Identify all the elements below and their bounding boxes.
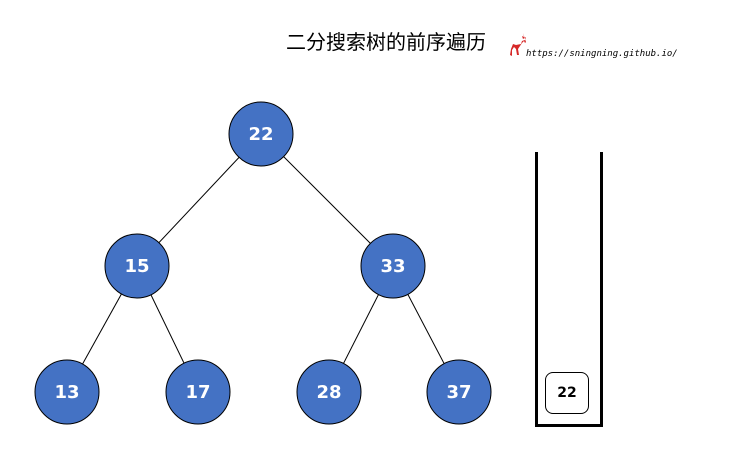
tree-node-circle <box>34 359 100 425</box>
source-url: https://sningning.github.io/ <box>526 49 678 59</box>
tree-node: 28 <box>296 359 362 425</box>
tree-node-circle <box>228 101 294 167</box>
tree-node-label: 28 <box>316 382 341 403</box>
tree-node: 22 <box>228 101 294 167</box>
tree-node: 15 <box>104 233 170 299</box>
tree-node-circle <box>296 359 362 425</box>
tree-node-circle <box>104 233 170 299</box>
diagram-title: 二分搜索树的前序遍历 <box>286 30 486 54</box>
tree-node-circle <box>360 233 426 299</box>
tree-node-circle <box>426 359 492 425</box>
deer-icon <box>510 33 526 56</box>
tree-nodes: 22 15 33 13 17 28 37 <box>34 101 492 425</box>
tree-node-label: 17 <box>185 382 210 403</box>
stack-container <box>535 152 603 427</box>
tree-node: 13 <box>34 359 100 425</box>
tree-node-label: 37 <box>446 382 471 403</box>
tree-node: 37 <box>426 359 492 425</box>
tree-node-circle <box>165 359 231 425</box>
stack-item: 22 <box>545 372 589 414</box>
tree-node-label: 15 <box>124 256 149 277</box>
tree-node-label: 33 <box>380 256 405 277</box>
tree-node: 17 <box>165 359 231 425</box>
tree-node-label: 22 <box>248 124 273 145</box>
tree-node: 33 <box>360 233 426 299</box>
tree-node-label: 13 <box>54 382 79 403</box>
